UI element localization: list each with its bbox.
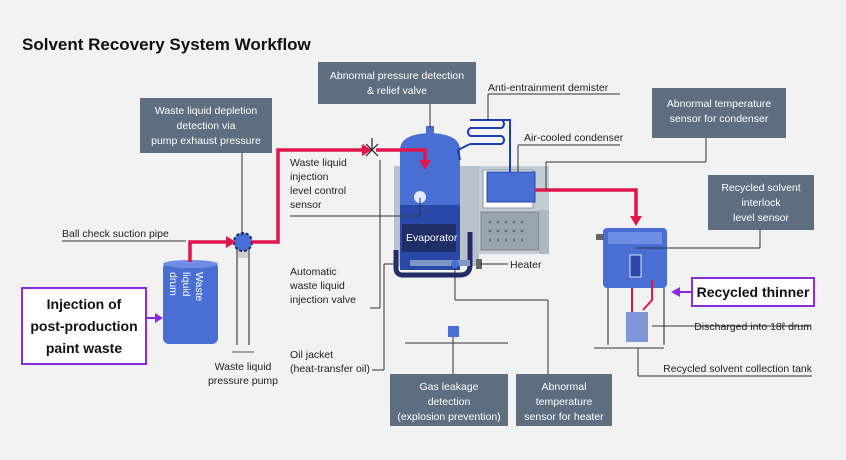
oil-jacket-label-2: (heat-transfer oil) <box>290 363 370 375</box>
gas-leak-line-3: (explosion prevention) <box>397 411 500 423</box>
heater-temp-box: Abnormal temperature sensor for heater <box>516 374 612 426</box>
heater-temp-line-1: Abnormal <box>542 381 587 393</box>
discharged-label: Discharged into 18ℓ drum <box>694 321 812 333</box>
pressure-line-1: Abnormal pressure detection <box>330 70 464 82</box>
collection-tank-label: Recycled solvent collection tank <box>663 363 813 375</box>
oil-jacket-label-1: Oil jacket <box>290 349 333 361</box>
interlock-line-3: level sensor <box>733 212 790 224</box>
abnormal-pressure-box: Abnormal pressure detection & relief val… <box>318 62 476 104</box>
depletion-detection-box: Waste liquid depletion detection via pum… <box>140 98 272 153</box>
demister-label: Anti-entrainment demister <box>488 82 609 94</box>
condenser-temp-line-1: Abnormal temperature <box>667 98 772 110</box>
depletion-line-1: Waste liquid depletion <box>155 105 257 117</box>
pipe-network <box>188 144 642 262</box>
condenser-temp-box: Abnormal temperature sensor for condense… <box>652 88 786 138</box>
heater-temp-line-2: temperature <box>536 396 593 408</box>
evaporator-label: Evaporator <box>406 232 458 244</box>
condenser-temp-line-2: sensor for condenser <box>670 113 769 125</box>
pressure-line-2: & relief valve <box>367 85 427 97</box>
interlock-line-2: interlock <box>741 197 781 209</box>
level-control-label-4: sensor <box>290 199 322 211</box>
depletion-line-3: pump exhaust pressure <box>151 135 261 147</box>
injection-line-3: paint waste <box>46 340 122 356</box>
pressure-pump <box>232 232 254 353</box>
auto-valve-label-1: Automatic <box>290 266 337 278</box>
level-control-label-1: Waste liquid <box>290 157 347 169</box>
level-control-label-2: injection <box>290 171 329 183</box>
pump-label-1: Waste liquid <box>215 361 272 373</box>
level-control-label-3: level control <box>290 185 346 197</box>
gas-leak-line-2: detection <box>428 396 471 408</box>
recycled-thinner-label: Recycled thinner <box>697 284 810 300</box>
condenser-unit <box>479 166 549 254</box>
injection-line-1: Injection of <box>47 296 122 312</box>
pump-label-2: pressure pump <box>208 375 278 387</box>
gas-leak-line-1: Gas leakage <box>420 381 479 393</box>
collection-tank <box>594 228 667 349</box>
evaporator-unit: Evaporator <box>393 126 482 278</box>
interlock-line-1: Recycled solvent <box>721 182 800 194</box>
leader-lines <box>62 93 812 377</box>
ball-check-label: Ball check suction pipe <box>62 228 169 240</box>
drum-label-1: Waste <box>193 272 205 302</box>
condenser-label: Air-cooled condenser <box>524 132 624 144</box>
waste-liquid-drum: Waste liquid drum <box>163 260 218 344</box>
gas-leak-box: Gas leakage detection (explosion prevent… <box>390 374 508 426</box>
drum-label-3: drum <box>167 272 179 296</box>
injection-valve <box>365 138 379 157</box>
interlock-box: Recycled solvent interlock level sensor <box>708 175 814 230</box>
heater-temp-line-3: sensor for heater <box>524 411 604 423</box>
auto-valve-label-3: injection valve <box>290 294 356 306</box>
injection-callout: Injection of post-production paint waste <box>21 287 163 365</box>
drum-label-2: liquid <box>180 272 192 297</box>
heater-label: Heater <box>510 259 542 271</box>
depletion-line-2: detection via <box>177 120 236 132</box>
auto-valve-label-2: waste liquid <box>289 280 345 292</box>
injection-line-2: post-production <box>30 318 137 334</box>
demister <box>456 119 511 172</box>
diagram-title: Solvent Recovery System Workflow <box>22 35 312 54</box>
recycled-thinner-callout: Recycled thinner <box>671 277 815 307</box>
gas-sensor <box>405 326 508 374</box>
